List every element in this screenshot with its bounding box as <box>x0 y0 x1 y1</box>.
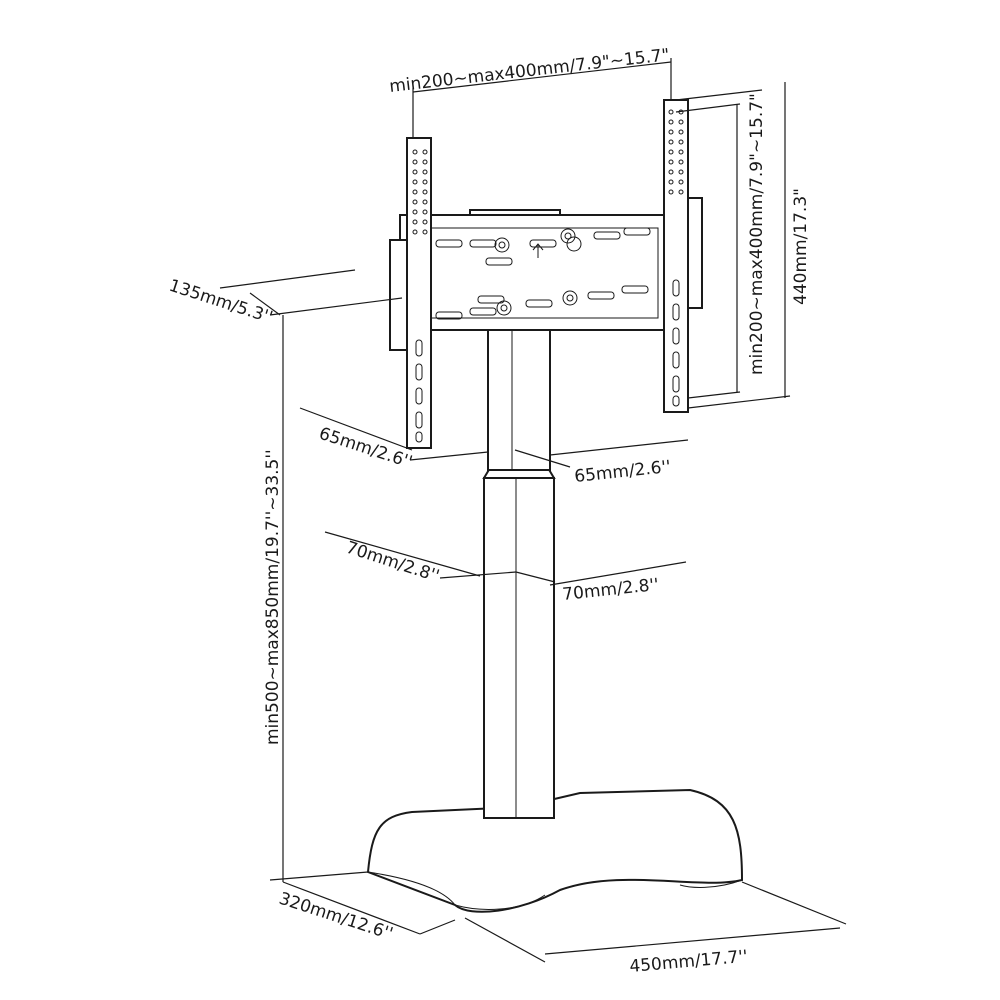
vesa-width-label: min200~max400mm/7.9"~15.7" <box>388 45 670 97</box>
upper-pole <box>487 329 551 471</box>
upper-pole-width-label: 65mm/2.6'' <box>573 457 671 487</box>
lower-pole-depth-label: 70mm/2.8'' <box>343 538 441 587</box>
base-depth-label: 320mm/12.6'' <box>276 889 395 945</box>
dimension-lines <box>219 58 847 963</box>
lower-pole <box>482 467 556 819</box>
bracket-depth-label: 135mm/5.3'' <box>166 276 275 328</box>
vesa-height-label: min200~max400mm/7.9"~15.7" <box>747 93 767 375</box>
lower-pole-width-label: 70mm/2.8'' <box>561 575 659 605</box>
base-width-label: 450mm/17.7'' <box>629 947 749 977</box>
bracket-height-label: 440mm/17.3" <box>791 188 811 305</box>
stand-base <box>366 788 744 913</box>
mounting-bracket <box>389 99 703 449</box>
height-range-label: min500~max850mm/19.7''~33.5'' <box>263 449 283 745</box>
upper-pole-depth-label: 65mm/2.6'' <box>316 424 414 473</box>
